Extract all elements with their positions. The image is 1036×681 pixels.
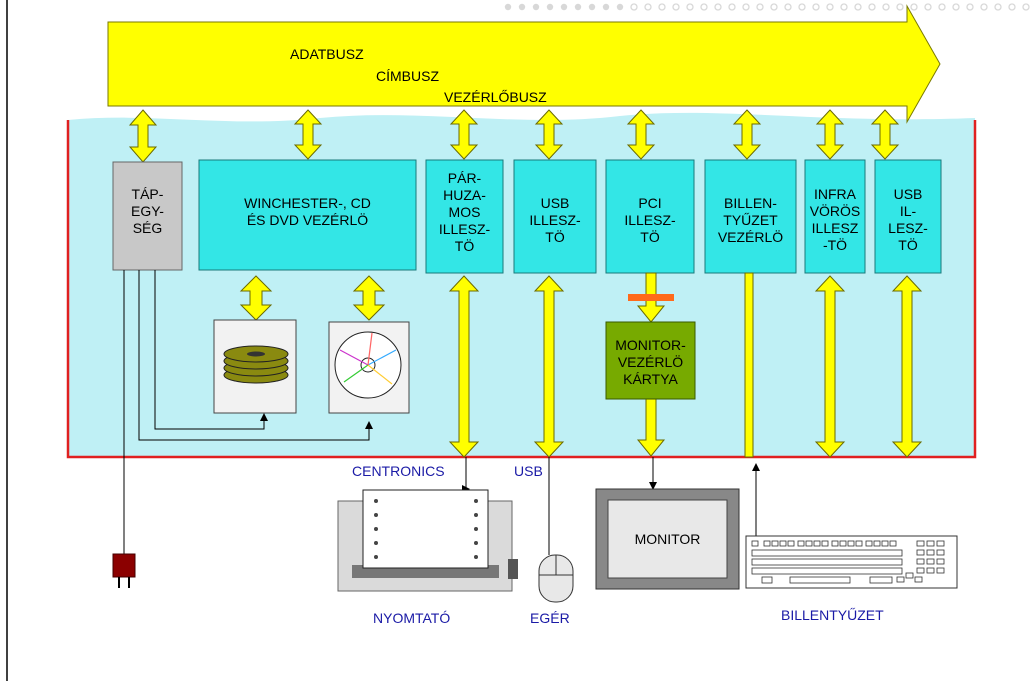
arrow-cd	[352, 275, 386, 321]
data-bus-label: ADATBUSZ	[290, 46, 364, 62]
power-plug-icon	[112, 553, 136, 588]
pci-slot-marker	[628, 294, 674, 301]
centronics-port-label: CENTRONICS	[352, 463, 445, 479]
pci-adapter-label: PCI ILLESZ- TÖ	[624, 195, 676, 245]
monitor-card-label: MONITOR- VEZÉRLÖ KÁRTYA	[615, 337, 686, 387]
arrow-usb2	[891, 275, 923, 458]
disk-controller-label: WINCHESTER-, CD ÉS DVD VEZÉRLÖ	[244, 195, 371, 228]
bus-arrow-keyboard	[732, 109, 762, 160]
usb-port-label: USB	[514, 463, 543, 479]
monitor-card-box	[605, 321, 696, 400]
usb-adapter-2-box	[874, 159, 942, 274]
power-lines	[123, 270, 373, 554]
keyboard-device-label: BILLENTYŰZET	[781, 607, 884, 623]
printer-device-label: NYOMTATÓ	[373, 610, 451, 626]
bus-arrow-pci	[626, 109, 656, 160]
infrared-adapter-label: INFRA VÖRÖS ILLESZ -TÖ	[809, 186, 861, 253]
bus-arrow-usb2	[870, 109, 900, 160]
bus-arrow-parallel	[449, 109, 479, 160]
power-unit-label: TÁP- EGY- SÉG	[131, 186, 164, 236]
parallel-port-label: PÁR- HUZA- MOS ILLESZ- TÖ	[438, 170, 491, 254]
device-lines	[462, 457, 760, 555]
monitor-device-label: MONITOR	[634, 531, 701, 547]
mouse-icon	[538, 554, 574, 603]
hard-disk-icon	[213, 319, 297, 414]
arrow-parallel	[448, 275, 480, 458]
bus-arrow	[107, 4, 941, 124]
cd-disc-icon	[328, 321, 410, 414]
control-bus-label: VEZÉRLŐBUSZ	[444, 89, 547, 105]
monitor-icon	[595, 488, 740, 590]
arrow-infra	[814, 275, 846, 458]
bus-connectors	[128, 109, 900, 163]
usb-adapter-label: USB ILLESZ- TÖ	[529, 195, 581, 245]
system-frame	[66, 120, 977, 459]
address-bus-label: CÍMBUSZ	[376, 68, 439, 84]
arrow-card-out	[636, 398, 666, 457]
usb-adapter-box	[513, 159, 597, 274]
keyboard-controller-label: BILLEN- TYŰZET VEZÉRLÖ	[717, 195, 784, 245]
bus-arrow-infra	[815, 109, 845, 160]
disk-controller-box	[198, 159, 417, 271]
keyboard-icon	[745, 535, 958, 589]
dotted-decoration	[504, 3, 1030, 11]
parallel-port-box	[425, 159, 504, 274]
usb-adapter-2-label: USB IL- LESZ- TÖ	[888, 186, 928, 253]
keyboard-controller-box	[704, 159, 797, 274]
mouse-device-label: EGÉR	[530, 610, 570, 626]
bus-arrow-disk	[293, 109, 323, 160]
power-unit-box	[112, 161, 183, 271]
printer-icon	[337, 489, 518, 592]
bus-arrow-usb1	[534, 109, 564, 160]
infrared-adapter-box	[804, 159, 866, 274]
drive-connectors	[239, 275, 386, 321]
keyboard-bus-line	[744, 272, 754, 458]
